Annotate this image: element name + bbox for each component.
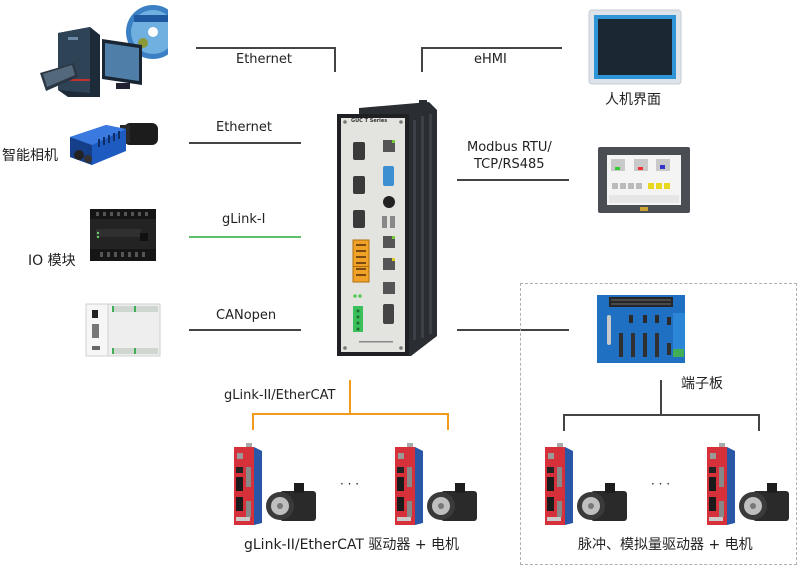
guc-controller: GUC T Series bbox=[333, 100, 441, 358]
ethercat-drive-motor-2 bbox=[393, 443, 481, 527]
glink-ii-bus-label: gLink-II/EtherCAT bbox=[224, 388, 336, 403]
modbus-label-line2: TCP/RS485 bbox=[474, 157, 545, 172]
terminal-board-device bbox=[597, 295, 685, 365]
pulse-drive-motor-1 bbox=[543, 443, 631, 527]
canopen-module-device bbox=[84, 298, 162, 360]
terminal-tree-right-drop bbox=[758, 414, 760, 431]
pulse-analog-drives-caption: 脉冲、模拟量驱动器 + 电机 bbox=[578, 537, 753, 553]
ehmi-line-drop bbox=[421, 47, 423, 72]
ehmi-device bbox=[588, 9, 683, 85]
ethercat-ellipsis: · · · bbox=[340, 477, 360, 491]
io-module-label: IO 模块 bbox=[28, 253, 76, 269]
glink-ii-bar bbox=[252, 413, 448, 415]
pc-with-software-disc-icon bbox=[40, 5, 180, 97]
terminal-board-label: 端子板 bbox=[681, 376, 723, 392]
ethernet-pc-line-drop bbox=[334, 47, 336, 72]
touch-panel-device bbox=[598, 147, 690, 215]
canopen-line bbox=[189, 329, 301, 331]
servo-drive-motor-icon bbox=[707, 443, 789, 525]
ehmi-device-label: 人机界面 bbox=[605, 92, 661, 108]
ehmi-line bbox=[421, 47, 562, 49]
ethernet-pc-line bbox=[196, 47, 335, 49]
controller-brand: GUC T Series bbox=[351, 118, 388, 124]
io-module-icon bbox=[90, 209, 156, 261]
terminal-board-icon bbox=[597, 295, 685, 363]
servo-drive-motor-icon bbox=[234, 443, 316, 525]
ethernet-pc-label: Ethernet bbox=[236, 52, 292, 67]
glink-i-line bbox=[189, 236, 301, 238]
servo-drive-motor-icon bbox=[395, 443, 477, 525]
ethercat-drive-motor-1 bbox=[232, 443, 320, 527]
servo-drive-motor-icon bbox=[545, 443, 627, 525]
pulse-ellipsis: · · · bbox=[651, 477, 671, 491]
ethernet-camera-label: Ethernet bbox=[216, 120, 272, 135]
pulse-drive-motor-2 bbox=[705, 443, 793, 527]
glink-i-label: gLink-I bbox=[222, 212, 266, 227]
ethernet-camera-line bbox=[189, 142, 301, 144]
smart-camera-label: 智能相机 bbox=[2, 148, 58, 164]
glink-ii-left-drop bbox=[252, 413, 254, 430]
io-module-device bbox=[86, 205, 161, 265]
controller-icon bbox=[337, 100, 437, 356]
ethercat-drives-caption: gLink-II/EtherCAT 驱动器 + 电机 bbox=[244, 537, 460, 553]
smart-camera-device bbox=[66, 117, 166, 167]
modbus-label-line1: Modbus RTU/ bbox=[467, 140, 552, 155]
terminal-tree-left-drop bbox=[563, 414, 565, 431]
pulse-analog-group bbox=[520, 283, 797, 565]
terminal-tree-stem bbox=[660, 380, 662, 415]
glink-ii-stem bbox=[349, 380, 351, 414]
ehmi-label: eHMI bbox=[474, 52, 507, 67]
ehmi-panel-icon bbox=[588, 9, 682, 85]
smart-camera-icon bbox=[70, 123, 158, 165]
touch-panel-hmi-icon bbox=[598, 147, 690, 213]
terminal-board-link-line bbox=[457, 329, 569, 331]
terminal-tree-bar bbox=[563, 414, 759, 416]
canopen-io-module-icon bbox=[85, 303, 161, 357]
modbus-line bbox=[457, 179, 569, 181]
glink-ii-right-drop bbox=[447, 413, 449, 430]
canopen-label: CANopen bbox=[216, 308, 277, 323]
pc-device bbox=[38, 5, 180, 97]
